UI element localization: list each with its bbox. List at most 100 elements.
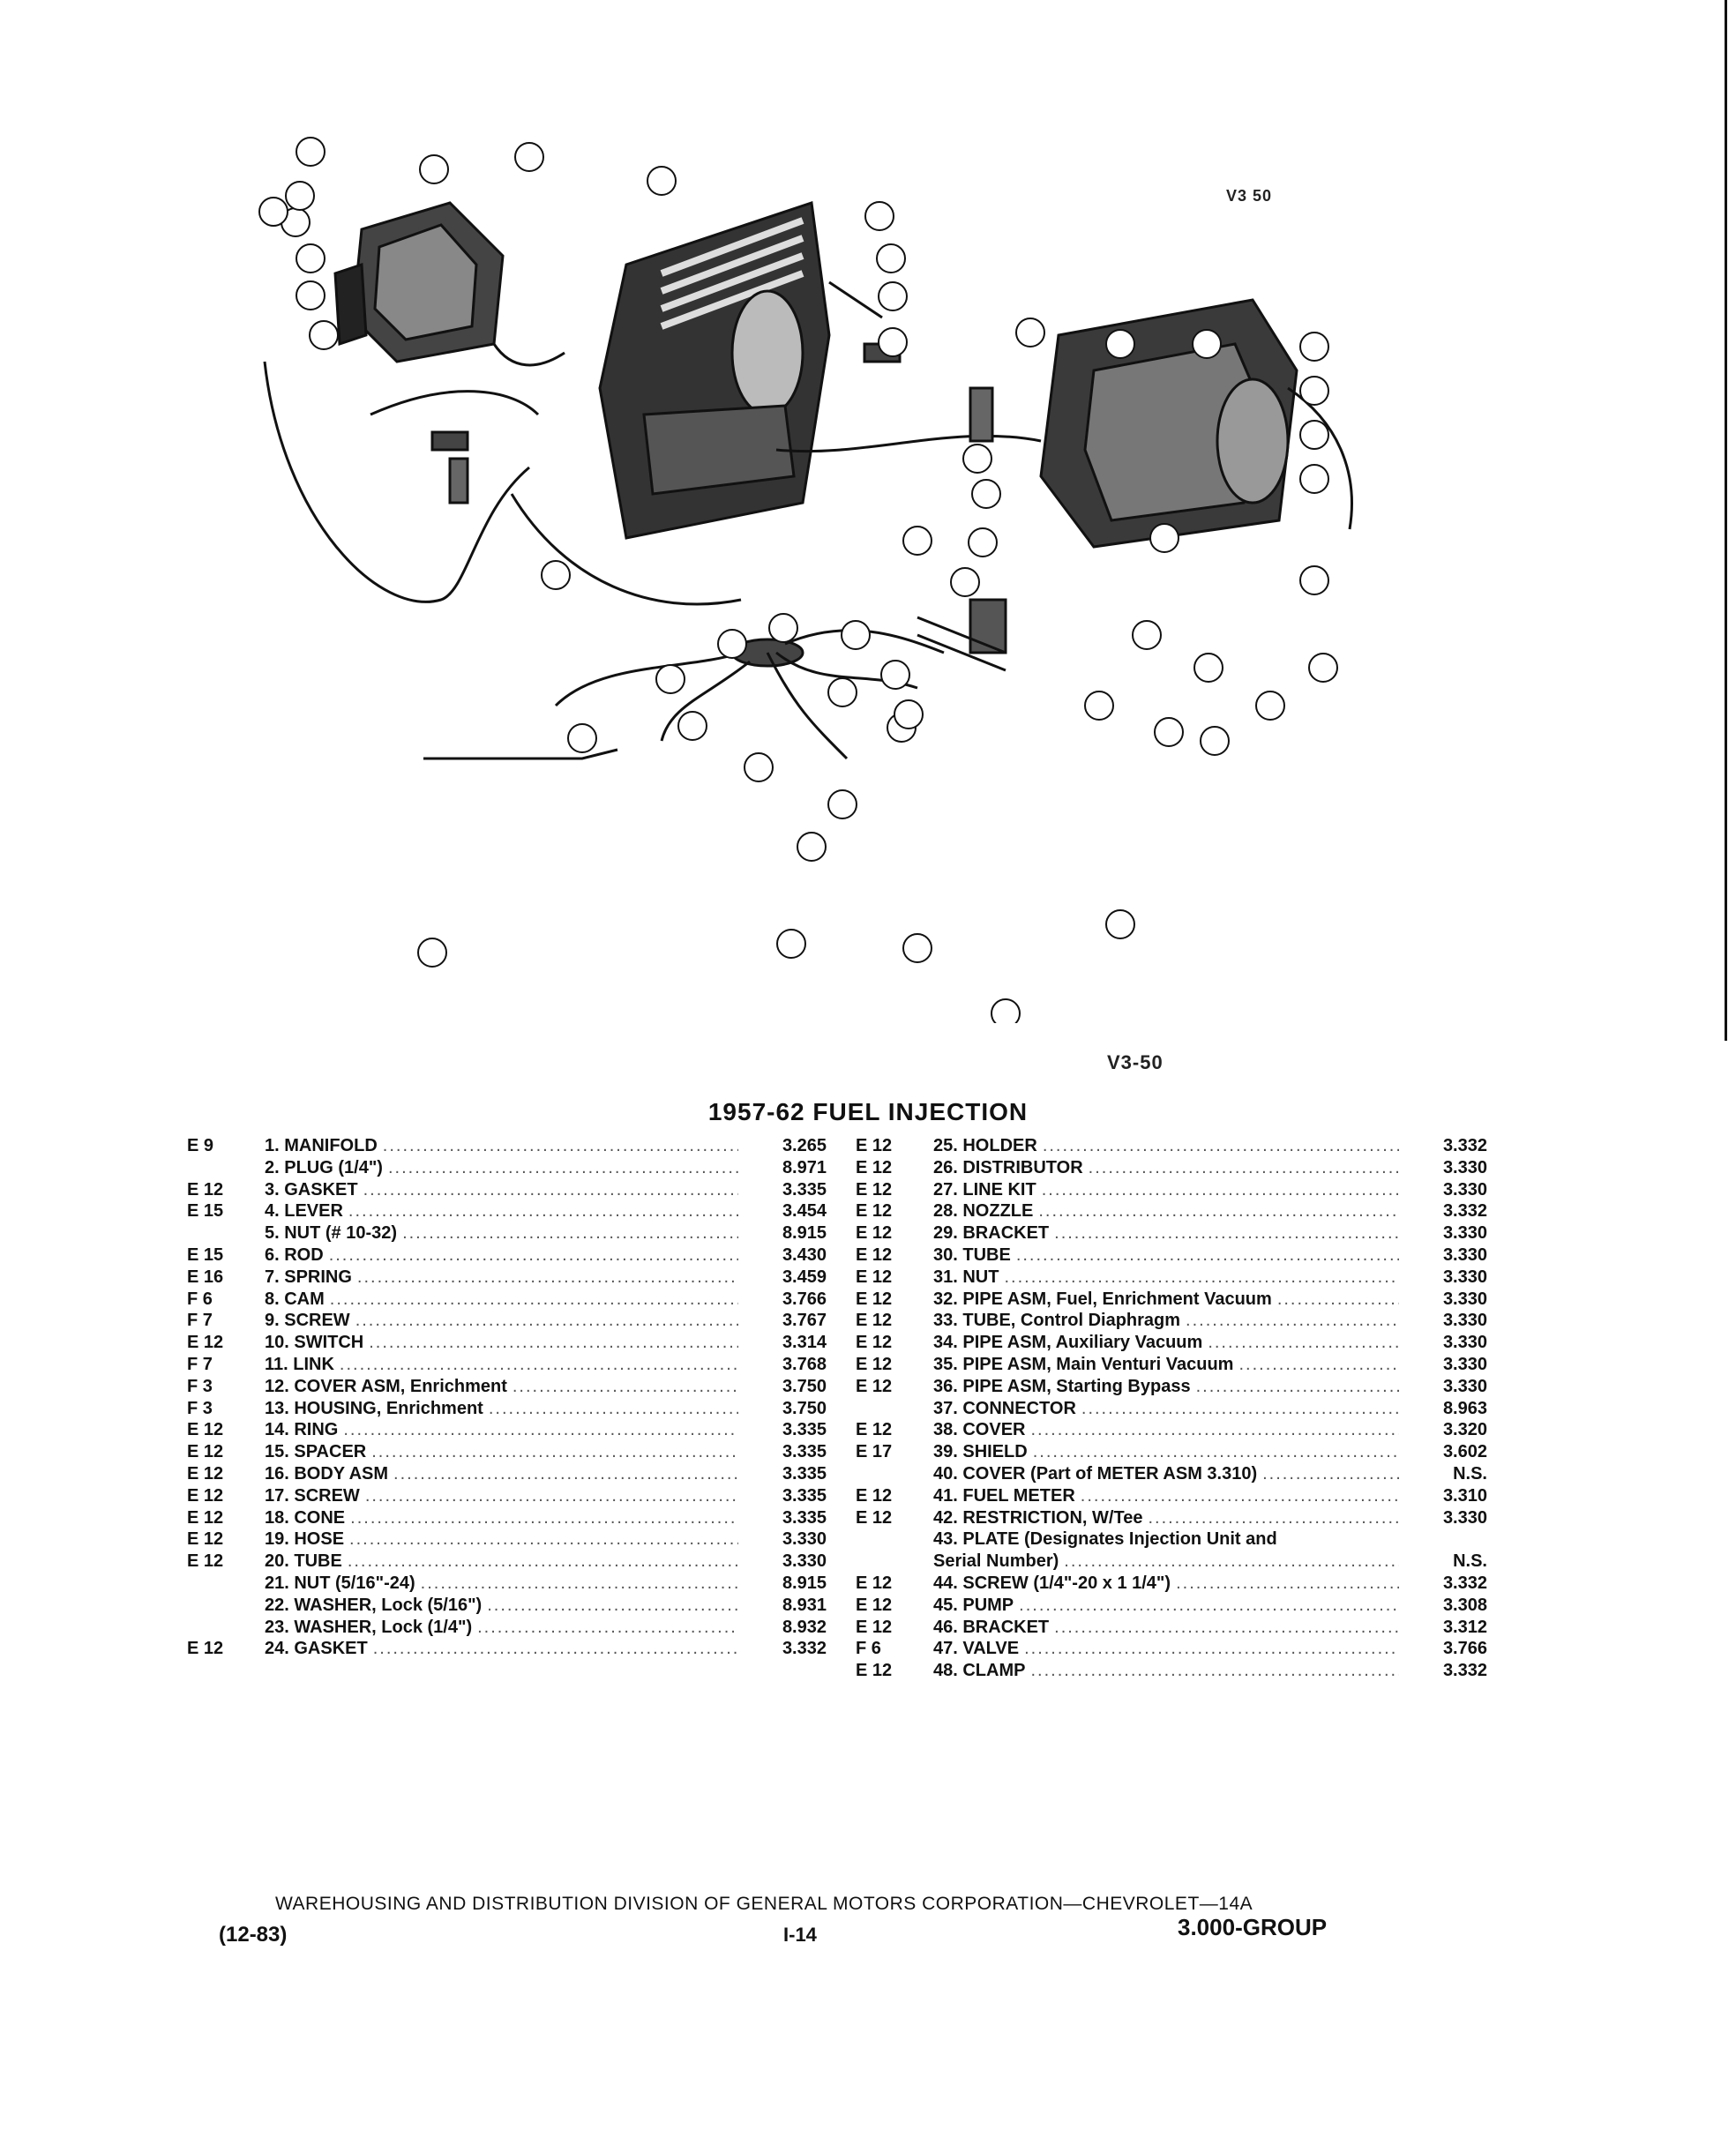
fuel-injection-illustration xyxy=(258,137,1353,1023)
part-group-number: 3.330 xyxy=(1442,1311,1487,1331)
dot-leader xyxy=(1277,1289,1399,1311)
part-group-number: 3.312 xyxy=(1442,1617,1487,1637)
part-group-number: 3.330 xyxy=(1442,1223,1487,1244)
part-description-cell: Serial Number) xyxy=(933,1551,1399,1573)
part-group-number: 3.430 xyxy=(782,1244,827,1265)
part-description: 1. MANIFOLD xyxy=(265,1136,378,1155)
part-description-cell: 28. NOZZLE xyxy=(933,1200,1399,1222)
part-group-number: 3.750 xyxy=(782,1376,827,1396)
part-class: E 15 xyxy=(187,1201,224,1222)
part-group-number: 3.454 xyxy=(782,1201,827,1222)
dot-leader xyxy=(1148,1507,1399,1529)
part-description-cell: 19. HOSE xyxy=(265,1528,738,1551)
dot-leader xyxy=(1054,1222,1399,1244)
part-description-cell: 21. NUT (5/16"-24) xyxy=(265,1573,738,1595)
footer-division-line: WAREHOUSING AND DISTRIBUTION DIVISION OF… xyxy=(275,1894,1253,1914)
part-row: 21. NUT (5/16"-24)8.915 xyxy=(187,1573,827,1595)
part-group-number: 3.330 xyxy=(782,1529,827,1550)
part-class: E 12 xyxy=(856,1507,893,1528)
part-group-number: 3.330 xyxy=(1442,1244,1487,1265)
part-group-number: 3.332 xyxy=(1442,1201,1487,1222)
part-description: 15. SPACER xyxy=(265,1442,367,1462)
part-group-number: 3.335 xyxy=(782,1463,827,1484)
dot-leader xyxy=(343,1419,738,1441)
part-group-number: 3.335 xyxy=(782,1420,827,1440)
dot-leader xyxy=(330,1289,738,1311)
dot-leader xyxy=(1004,1267,1399,1289)
dot-leader xyxy=(363,1179,738,1201)
part-class: E 12 xyxy=(856,1223,893,1244)
part-description-cell: 18. CONE xyxy=(265,1507,738,1529)
part-group-number: 3.330 xyxy=(1442,1333,1487,1353)
part-class: E 12 xyxy=(856,1289,893,1309)
part-class: F 7 xyxy=(187,1311,213,1331)
part-description-cell: 30. TUBE xyxy=(933,1244,1399,1267)
part-group-number: 3.320 xyxy=(1442,1420,1487,1440)
part-class: E 12 xyxy=(187,1529,224,1550)
part-class: E 12 xyxy=(856,1573,893,1593)
dot-leader xyxy=(1024,1638,1399,1660)
part-description-cell: 33. TUBE, Control Diaphragm xyxy=(933,1310,1399,1332)
dot-leader xyxy=(355,1310,738,1332)
part-row: E 12 19. HOSE 3.330 xyxy=(187,1528,827,1551)
part-description: 40. COVER (Part of METER ASM 3.310) xyxy=(933,1463,1258,1484)
part-description: 10. SWITCH xyxy=(265,1333,364,1353)
part-class: E 12 xyxy=(187,1639,224,1659)
part-group-number: 3.330 xyxy=(1442,1507,1487,1528)
part-row: 40. COVER (Part of METER ASM 3.310)N.S. xyxy=(856,1463,1487,1485)
part-class: E 12 xyxy=(187,1485,224,1506)
part-group-number: 3.332 xyxy=(782,1639,827,1659)
dot-leader xyxy=(1016,1244,1399,1267)
part-description-cell: 16. BODY ASM xyxy=(265,1463,738,1485)
dot-leader xyxy=(402,1222,738,1244)
part-group-number: 3.335 xyxy=(782,1179,827,1200)
page-title: 1957-62 FUEL INJECTION xyxy=(707,1098,1029,1125)
part-class: E 12 xyxy=(856,1244,893,1265)
dot-leader xyxy=(1042,1179,1399,1201)
part-description: 23. WASHER, Lock (1/4") xyxy=(265,1617,473,1637)
part-description: 41. FUEL METER xyxy=(933,1485,1075,1506)
dot-leader xyxy=(349,1528,738,1551)
part-description-cell: 3. GASKET xyxy=(265,1179,738,1201)
part-description-cell: 46. BRACKET xyxy=(933,1617,1399,1639)
part-class: E 12 xyxy=(856,1661,893,1681)
part-group-number: 8.931 xyxy=(782,1595,827,1615)
part-row: E 91. MANIFOLD3.265 xyxy=(187,1135,827,1157)
part-description-cell: 47. VALVE xyxy=(933,1638,1399,1660)
part-description-cell: 12. COVER ASM, Enrichment xyxy=(265,1376,738,1398)
footer-date: (12-83) xyxy=(219,1923,288,1947)
part-row: F 711. LINK3.768 xyxy=(187,1354,827,1376)
dot-leader xyxy=(1043,1135,1399,1157)
dot-leader xyxy=(489,1398,738,1420)
dot-leader xyxy=(369,1332,738,1354)
part-description: 22. WASHER, Lock (5/16") xyxy=(265,1595,483,1615)
part-description: 14. RING xyxy=(265,1420,339,1440)
dot-leader xyxy=(365,1485,738,1507)
part-row: F 79. SCREW3.767 xyxy=(187,1310,827,1332)
part-description: 26. DISTRIBUTOR xyxy=(933,1157,1083,1177)
part-description: 39. SHIELD xyxy=(933,1442,1028,1462)
part-description: 25. HOLDER xyxy=(933,1136,1037,1155)
part-row: F 68. CAM3.766 xyxy=(187,1289,827,1311)
part-description-cell: 43. PLATE (Designates Injection Unit and xyxy=(933,1528,1399,1551)
part-group-number: 3.330 xyxy=(1442,1376,1487,1396)
part-class: E 15 xyxy=(187,1244,224,1265)
dot-leader xyxy=(383,1135,738,1157)
part-row: E 154. LEVER3.454 xyxy=(187,1200,827,1222)
